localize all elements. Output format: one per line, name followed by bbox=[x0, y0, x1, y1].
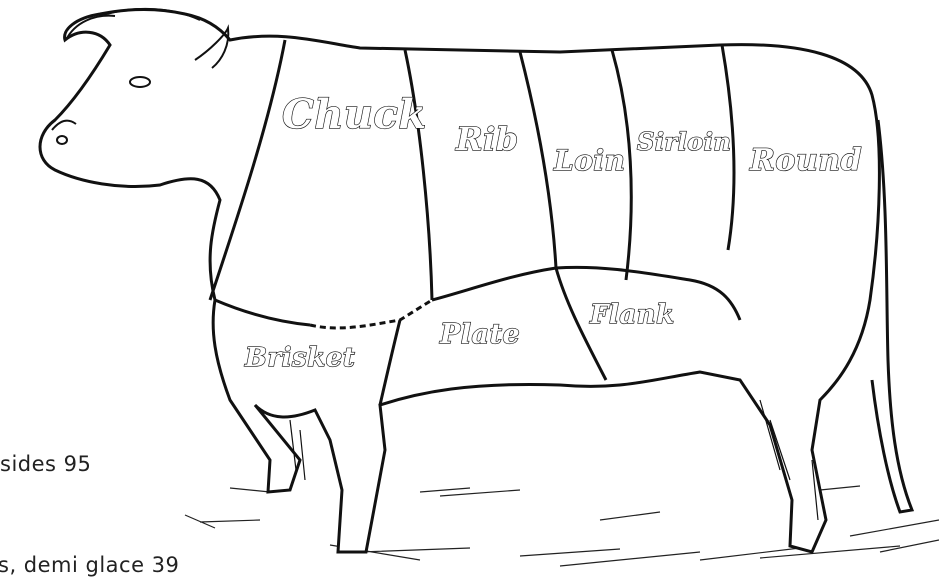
cut-label-chuck: Chuck bbox=[282, 91, 427, 138]
cut-label-rib: Rib bbox=[455, 120, 519, 158]
cut-label-brisket: Brisket bbox=[244, 343, 355, 373]
ground-hatching bbox=[185, 486, 939, 566]
menu-fragment-sides: sides 95 bbox=[0, 452, 91, 476]
body-outline bbox=[40, 9, 879, 552]
cut-label-round: Round bbox=[749, 143, 862, 178]
cut-label-flank: Flank bbox=[589, 300, 675, 330]
cut-label-plate: Plate bbox=[439, 319, 520, 350]
cut-label-loin: Loin bbox=[553, 144, 625, 177]
menu-fragment-demi-glace: s, demi glace 39 bbox=[0, 553, 179, 577]
cut-label-sirloin: Sirloin bbox=[637, 127, 731, 156]
